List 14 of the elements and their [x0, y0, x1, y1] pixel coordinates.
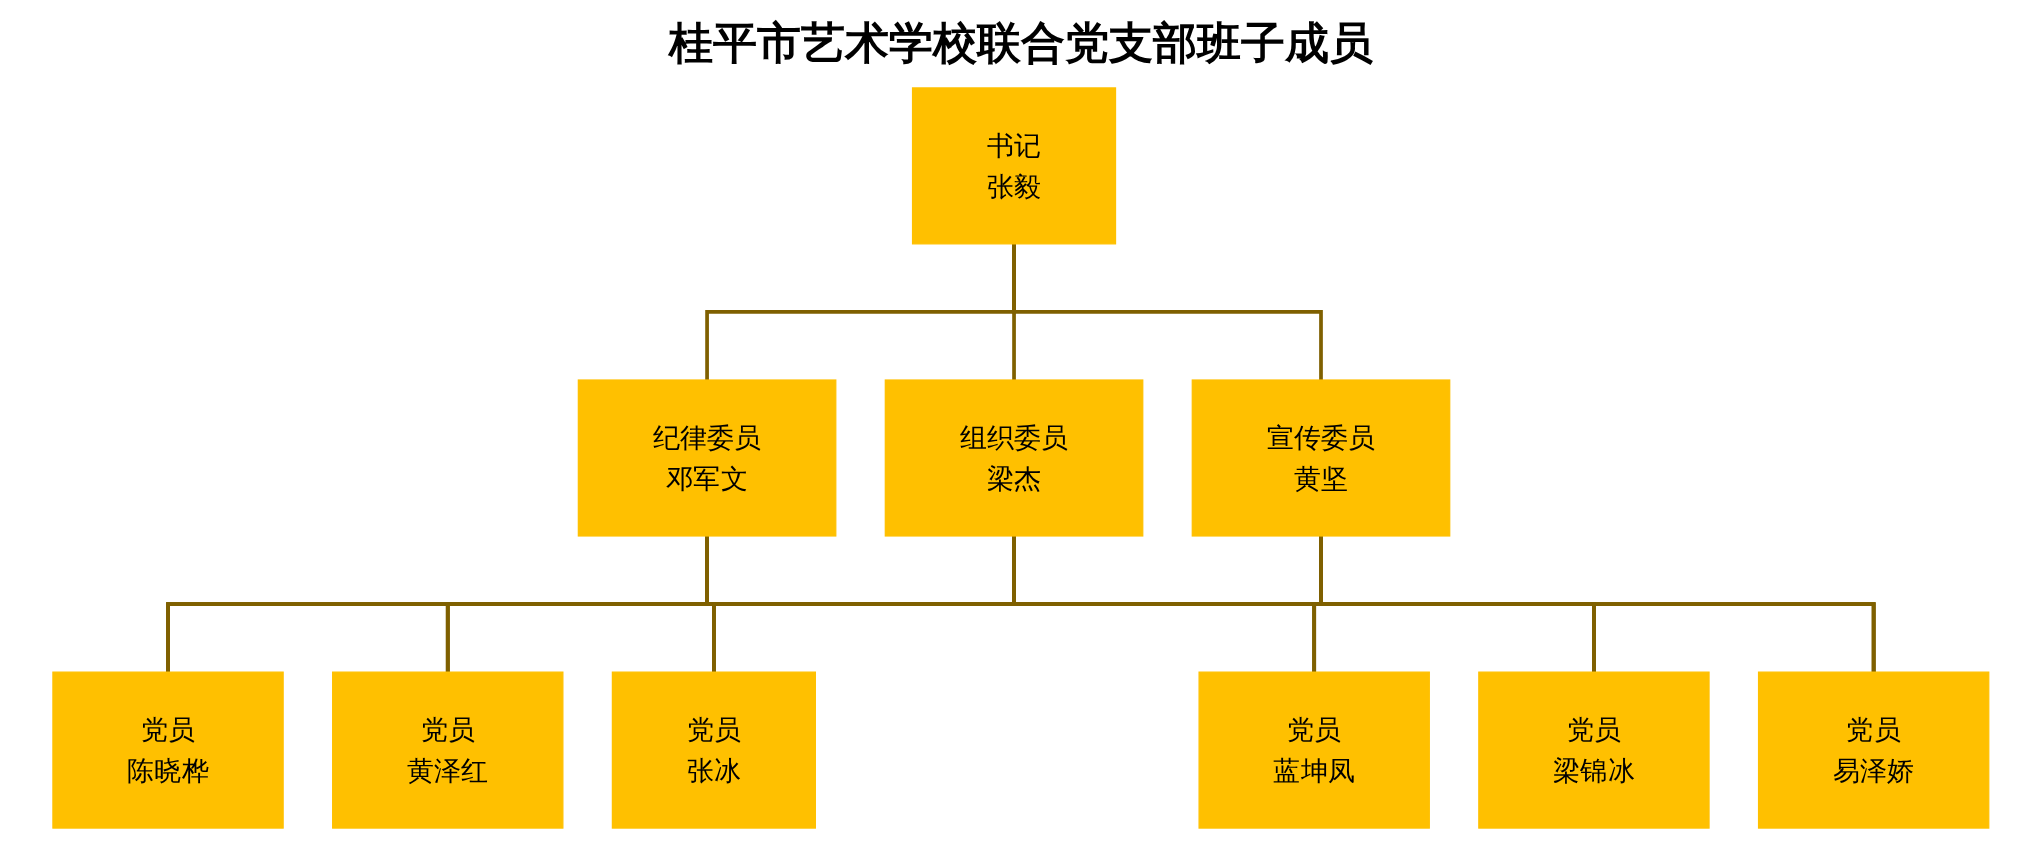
node-box: 纪律委员 邓军文: [577, 379, 837, 537]
node-box: 党员 易泽娇: [1757, 671, 1990, 829]
node-box: 党员 张冰: [611, 671, 816, 829]
node-box: 党员 黄泽红: [331, 671, 564, 829]
diagram-title: 桂平市艺术学校联合党支部班子成员: [667, 16, 1374, 70]
connector: [1011, 243, 1323, 380]
node-box: 党员 陈晓桦: [51, 671, 284, 829]
node-box: 组织委员 梁杰: [884, 379, 1144, 537]
connector: [704, 535, 1876, 673]
node-box: 党员 蓝坤凤: [1198, 671, 1430, 829]
node-box: 党员 梁锦冰: [1477, 671, 1710, 829]
connector: [1318, 535, 1876, 673]
node-box: 书记 张毅: [911, 87, 1116, 245]
node-box: 宣传委员 黄坚: [1191, 379, 1450, 537]
